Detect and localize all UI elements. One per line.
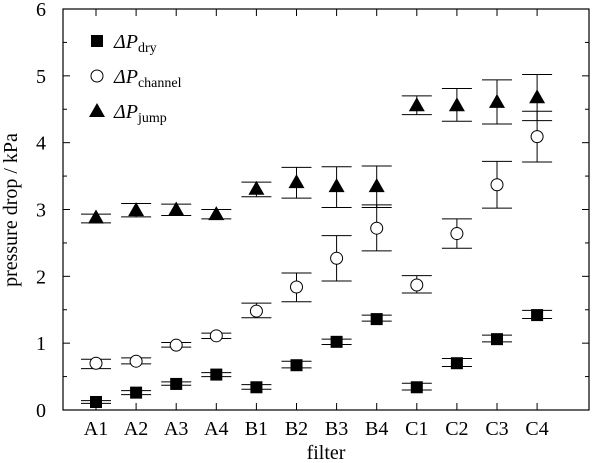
- data-point: [410, 381, 423, 394]
- data-point: [88, 209, 104, 224]
- x-tick-label: A4: [204, 418, 228, 440]
- y-tick-label: 5: [36, 66, 46, 88]
- x-tick-label: C1: [405, 418, 428, 440]
- data-point: [130, 386, 143, 399]
- legend-symbol: ΔP: [113, 66, 138, 88]
- x-tick-label: C4: [525, 418, 548, 440]
- data-point: [168, 201, 185, 216]
- data-point: [408, 97, 425, 112]
- data-point: [209, 329, 223, 343]
- data-point: [290, 280, 303, 294]
- x-tick-label: C3: [485, 418, 508, 440]
- data-point: [448, 97, 465, 112]
- data-point: [288, 174, 305, 189]
- data-point: [330, 251, 344, 265]
- data-point: [368, 178, 385, 193]
- plot-frame: [62, 8, 590, 411]
- data-point: [410, 278, 424, 292]
- data-point: [129, 354, 143, 368]
- data-point: [90, 395, 102, 408]
- x-tick-label: C2: [445, 418, 468, 440]
- data-point: [370, 313, 383, 326]
- data-point: [450, 227, 464, 241]
- data-point: [491, 333, 503, 346]
- y-tick-label: 4: [36, 133, 46, 155]
- legend-marker: [89, 103, 105, 117]
- x-axis: A1 A2 A3 A4 B1 B2 B3 B4 C1 C2 C3 C4: [84, 9, 549, 440]
- y-tick-label: 6: [36, 0, 46, 21]
- data-point: [208, 206, 225, 221]
- data-point: [531, 309, 544, 322]
- data-point: [370, 221, 384, 235]
- y-axis-label: pressure drop / kPa: [0, 133, 22, 287]
- data-point: [330, 335, 343, 348]
- data-point: [328, 178, 345, 193]
- data-point: [290, 359, 303, 372]
- data-point: [210, 368, 223, 381]
- legend-symbol: ΔP: [113, 31, 138, 53]
- data-point: [250, 381, 263, 394]
- legend-marker: [91, 35, 103, 47]
- x-axis-label: filter: [307, 442, 346, 463]
- y-axis: 0 1 2 3 4 5 6: [36, 0, 589, 422]
- legend-symbol: ΔP: [113, 101, 138, 123]
- series-dry: [81, 309, 553, 408]
- data-point: [169, 338, 183, 352]
- y-tick-label: 3: [36, 200, 46, 222]
- x-tick-label: B1: [245, 418, 268, 440]
- y-tick-label: 1: [36, 333, 46, 355]
- y-tick-label: 0: [36, 400, 46, 422]
- x-tick-label: B3: [325, 418, 348, 440]
- legend-subscript: dry: [138, 41, 157, 56]
- legend-subscript: jump: [137, 111, 167, 126]
- data-point: [128, 202, 145, 217]
- data-point: [529, 89, 546, 104]
- legend-label: ΔPdry: [113, 31, 157, 56]
- x-tick-label: A2: [124, 418, 148, 440]
- data-point: [450, 357, 463, 370]
- x-tick-label: B2: [285, 418, 308, 440]
- legend-subscript: channel: [138, 76, 182, 91]
- series-channel: [81, 110, 553, 370]
- data-point: [89, 356, 103, 370]
- x-tick-label: B4: [365, 418, 388, 440]
- data-point: [490, 178, 504, 192]
- data-point: [170, 377, 183, 390]
- series-jump: [81, 73, 553, 224]
- data-point: [530, 130, 544, 144]
- legend-label: ΔPjump: [113, 101, 167, 126]
- series-layer: [81, 73, 553, 408]
- legend-label: ΔPchannel: [113, 66, 182, 91]
- y-tick-label: 2: [36, 266, 46, 288]
- legend-marker: [90, 69, 104, 83]
- x-tick-label: A1: [84, 418, 108, 440]
- x-tick-label: A3: [164, 418, 188, 440]
- data-point: [249, 304, 263, 318]
- data-point: [489, 93, 505, 108]
- data-point: [248, 180, 265, 195]
